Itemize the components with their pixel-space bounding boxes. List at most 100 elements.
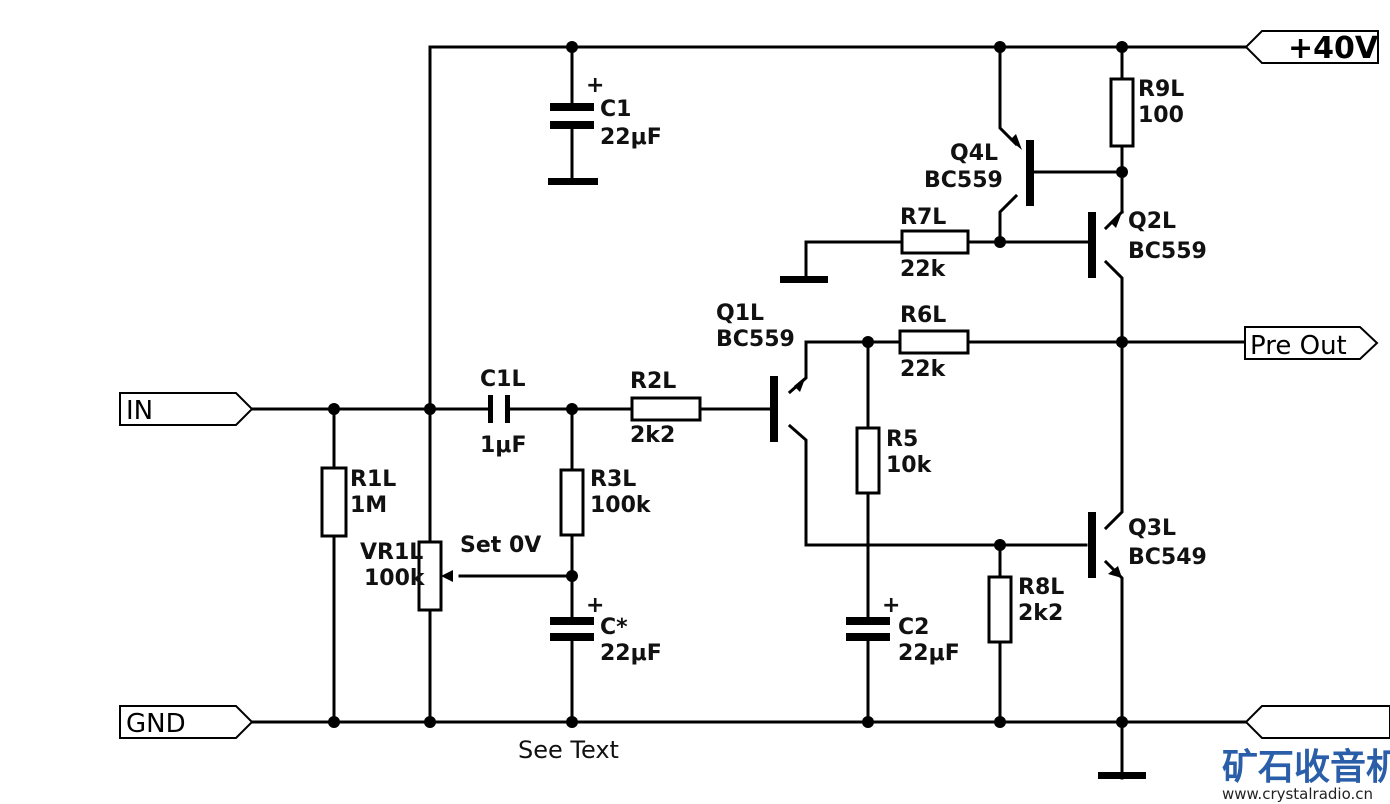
junction-dot — [1116, 716, 1128, 728]
q1l-emitter-wire — [787, 340, 902, 395]
watermark-url: www.crystalradio.cn — [1222, 785, 1373, 803]
transistors — [770, 134, 1122, 578]
resistors — [320, 77, 1135, 644]
capacitor-c1l-plate-right — [505, 395, 510, 423]
r5-ref-label: R5 — [886, 427, 918, 452]
junctions — [328, 41, 1128, 728]
q1l-collector-wire — [787, 423, 1088, 547]
q1l-value-label: BC559 — [716, 327, 795, 352]
c2-polarity: + — [882, 593, 900, 618]
resistor-r7l — [900, 229, 970, 255]
r3l-value-label: 100k — [590, 493, 652, 518]
r7l-left-wire — [804, 240, 904, 277]
port-pre-out: Pre Out — [1244, 326, 1379, 361]
ground-bar-c1 — [548, 178, 598, 185]
ground-bar-r7l — [780, 276, 828, 283]
junction-dot — [1116, 41, 1128, 53]
capacitor-c1-plate-bottom — [550, 121, 594, 129]
q3l-ref-label: Q3L — [1128, 516, 1176, 541]
r1l-ref-label: R1L — [350, 467, 396, 492]
r1l-value-label: 1M — [350, 493, 387, 518]
junction-dot — [566, 716, 578, 728]
q2l-value-label: BC559 — [1128, 239, 1207, 264]
port-gnd-label: GND — [126, 709, 186, 739]
transistor-q2l-base — [1088, 212, 1096, 278]
junction-dot — [994, 236, 1006, 248]
junction-dot — [994, 539, 1006, 551]
c1l-ref-label: C1L — [480, 367, 525, 392]
port-in: IN — [119, 392, 254, 426]
resistor-r8l — [987, 575, 1013, 644]
r8l-value-label: 2k2 — [1018, 601, 1063, 626]
junction-dot — [328, 403, 340, 415]
port-in-label: IN — [126, 396, 153, 426]
port-pre-out-label: Pre Out — [1250, 331, 1347, 361]
r6l-ref-label: R6L — [900, 303, 946, 328]
junction-dot — [1116, 166, 1128, 178]
junction-dot — [862, 716, 874, 728]
capacitors — [488, 103, 890, 641]
q4l-emitter-wire — [998, 45, 1019, 147]
q4l-ref-label: Q4L — [950, 141, 998, 166]
capacitor-c1l-plate-left — [488, 395, 493, 423]
transistor-q1l-base — [770, 376, 778, 442]
capacitor-c2-plate-top — [846, 617, 890, 625]
vr1l-value-label: 100k — [364, 566, 426, 591]
r7l-value-label: 22k — [900, 257, 947, 282]
see-text-annotation: See Text — [518, 736, 619, 764]
resistor-r2l — [630, 396, 702, 422]
port-gnd: GND — [119, 705, 254, 739]
port-supply-flag — [1244, 30, 1379, 64]
q3l-value-label: BC549 — [1128, 545, 1207, 570]
transistor-q3l-arrow — [1108, 566, 1122, 578]
q1l-ref-label: Q1L — [716, 301, 764, 326]
junction-dot — [424, 403, 436, 415]
c2-value-label: 22μF — [898, 641, 960, 666]
resistor-r1l — [320, 466, 348, 538]
resistor-r9l — [1109, 77, 1135, 148]
junction-dot — [994, 41, 1006, 53]
q4l-value-label: BC559 — [924, 168, 1003, 193]
ground-symbols — [548, 178, 1146, 779]
q2l-collector-wire — [1103, 259, 1124, 531]
port-supply: +40V — [1244, 30, 1379, 66]
port-gnd-right — [1244, 705, 1390, 739]
capacitor-c2-plate-bottom — [846, 633, 890, 641]
r6l-value-label: 22k — [900, 357, 947, 382]
ground-bar-output — [1098, 772, 1146, 779]
component-labels: + C1 22μF C1L 1μF R1L 1M VR1L 100k Set 0… — [350, 73, 1207, 764]
junction-dot — [862, 336, 874, 348]
r2l-ref-label: R2L — [630, 369, 676, 394]
r3l-ref-label: R3L — [590, 467, 636, 492]
q2l-ref-label: Q2L — [1128, 209, 1176, 234]
c1-ref-label: C1 — [600, 97, 631, 122]
r2l-value-label: 2k2 — [630, 423, 675, 448]
port-in-flag — [119, 392, 254, 426]
wires — [248, 45, 1247, 780]
capacitor-c1-plate-top — [550, 103, 594, 111]
junction-dot — [994, 716, 1006, 728]
vr1l-ref-label: VR1L — [360, 540, 423, 565]
r7l-ref-label: R7L — [900, 205, 946, 230]
potentiometer-wiper-arrow — [441, 570, 453, 582]
junction-dot — [566, 403, 578, 415]
q4l-collector-wire — [998, 193, 1019, 244]
transistor-q3l-base — [1088, 512, 1096, 578]
q3l-emitter-wire — [1103, 559, 1124, 780]
port-supply-label: +40V — [1288, 31, 1379, 66]
transistor-q1l-arrow — [794, 376, 806, 392]
c1-value-label: 22μF — [600, 125, 662, 150]
port-pre-out-flag — [1244, 326, 1379, 360]
r9l-value-label: 100 — [1138, 103, 1184, 128]
junction-dot — [1116, 336, 1128, 348]
resistor-r5 — [855, 426, 881, 495]
junction-dot — [566, 41, 578, 53]
capacitor-cx-plate-bottom — [550, 633, 594, 641]
port-gnd-flag — [119, 705, 254, 739]
cx-value-label: 22μF — [600, 641, 662, 666]
junction-dot — [424, 716, 436, 728]
resistor-r3l — [559, 468, 585, 537]
junction-dot — [328, 716, 340, 728]
